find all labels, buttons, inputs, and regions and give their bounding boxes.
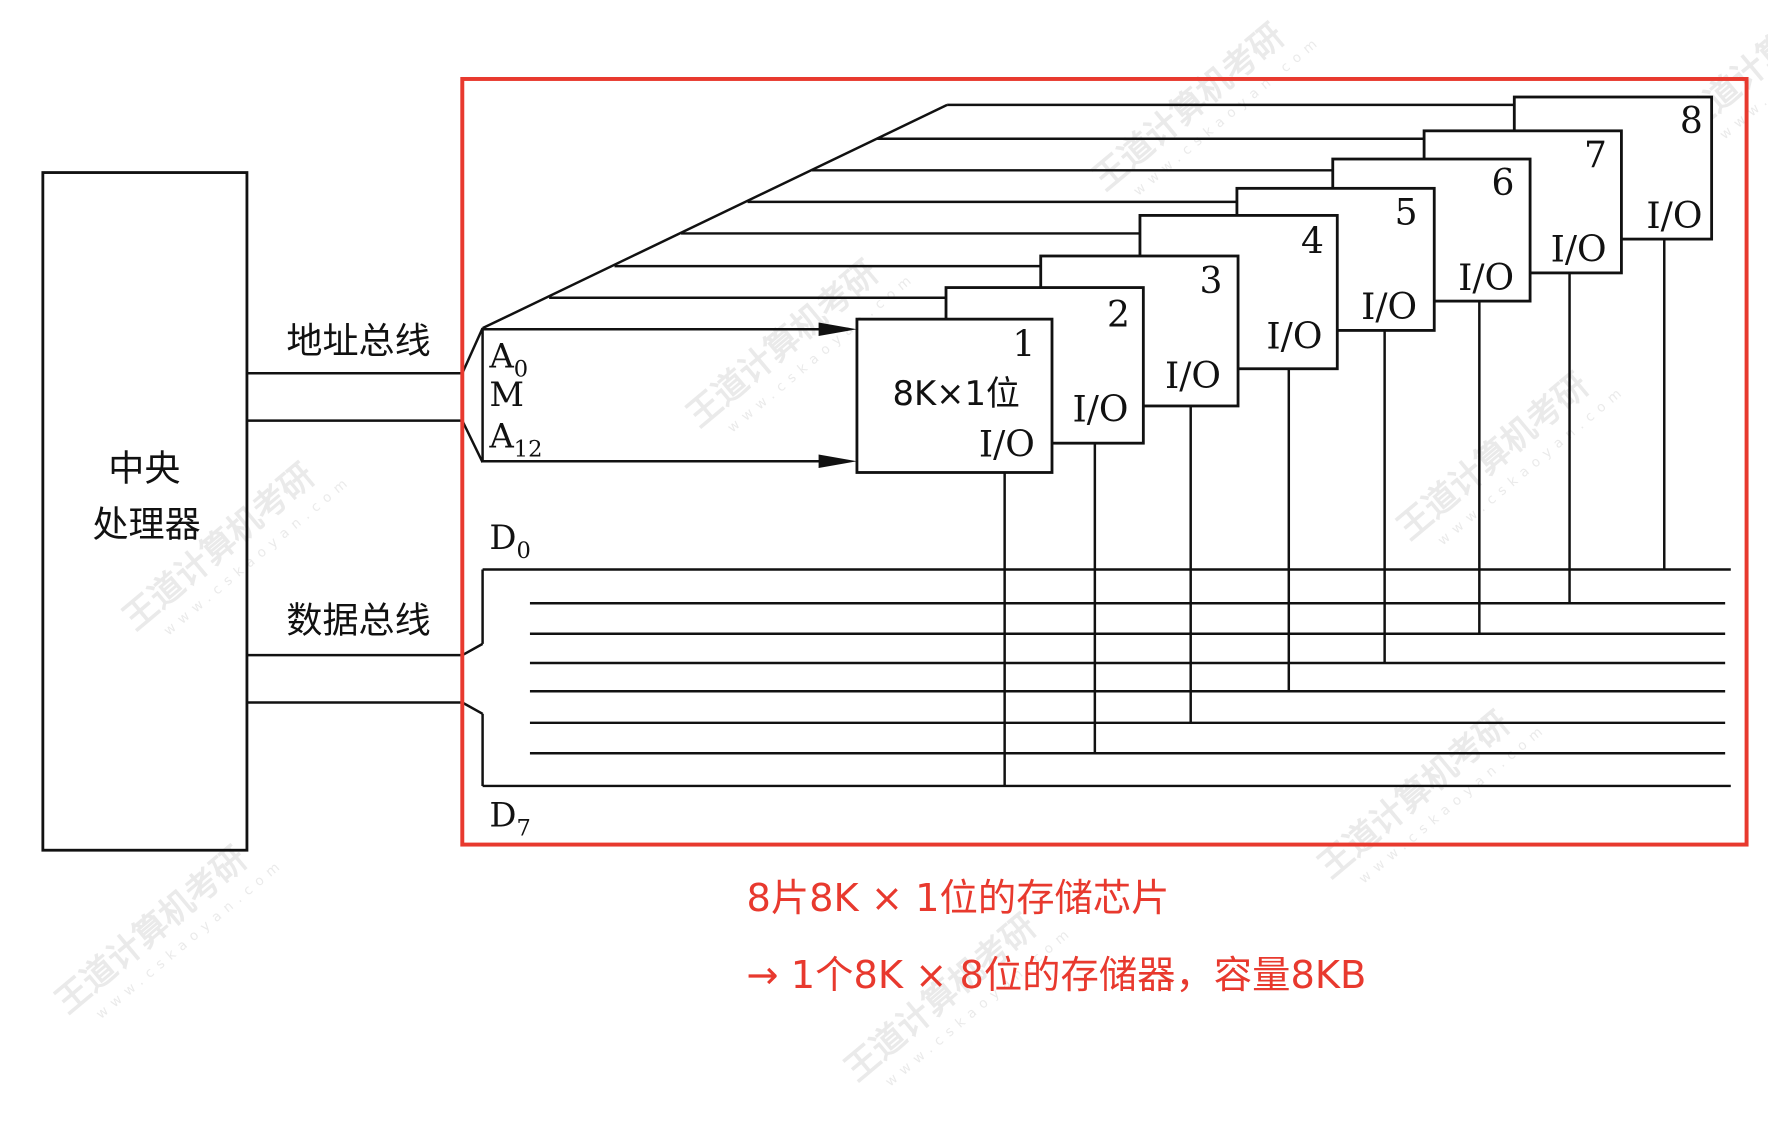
address-fan [482,103,1515,330]
chip-2-number: 2 [1107,294,1130,336]
watermark-text: 王道计算机考研 [1311,704,1517,886]
annotation-line1: 8片8K × 1位的存储芯片 [746,876,1169,921]
watermark-text: 王道计算机考研 [1390,365,1596,547]
pin-m-label: M [489,375,524,414]
cpu-box [41,171,249,852]
address-bus [246,327,848,463]
io-connections [1003,239,1666,786]
chip-6-number: 6 [1492,162,1515,204]
chip-1-number: 1 [1012,323,1035,365]
data-bus [246,568,1731,788]
pin-d0-label: D0 [489,518,530,564]
chip-5-io: I/O [1361,286,1417,328]
arrowhead-a12 [818,454,857,468]
chip-5-number: 5 [1395,191,1418,233]
highlight-frame [460,76,1749,847]
chip-2-io: I/O [1072,389,1128,431]
cpu-label-line2: 处理器 [92,504,200,546]
chip-8-number: 8 [1680,100,1703,142]
data-bus-label: 数据总线 [286,600,430,642]
watermark-text: 王道计算机考研 [48,839,254,1021]
chip-7-number: 7 [1584,134,1607,176]
chip-1-io: I/O [979,424,1035,466]
chip-8-io: I/O [1646,195,1702,237]
chip-3-number: 3 [1200,260,1223,302]
chip-1-spec: 8K×1位 [892,374,1019,413]
chip-4-io: I/O [1266,315,1322,357]
annotation-line2: → 1个8K × 8位的存储器，容量8KB [746,953,1366,998]
pin-a0-label: A0 [488,337,528,383]
pin-a12-label: A12 [488,417,542,463]
memory-chip: 1 8K×1位 I/O [855,317,1054,474]
chip-7-io: I/O [1551,229,1607,271]
watermark-text: 王道计算机考研 [679,253,885,435]
chip-4-number: 4 [1301,221,1324,263]
chip-3-io: I/O [1165,355,1221,397]
address-bus-label: 地址总线 [286,320,430,362]
arrowhead-a0 [818,322,857,337]
chip-1-box [855,317,1054,474]
chip-6-io: I/O [1458,257,1514,299]
pin-d7-label: D7 [489,796,530,842]
cpu-label-line1: 中央 [108,447,180,489]
